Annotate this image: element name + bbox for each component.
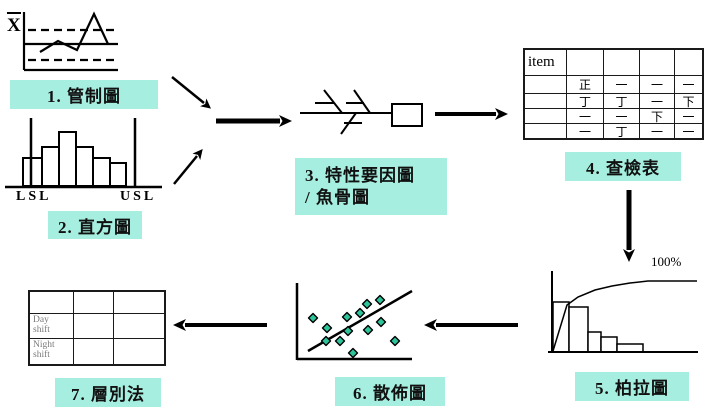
checksheet-cell: [567, 50, 604, 76]
checksheet-cell: 下: [640, 109, 675, 124]
checksheet-cell: [675, 50, 702, 76]
checksheet-cell: 丁: [604, 124, 640, 138]
control-chart-drawing: [22, 11, 118, 72]
checksheet-cell: [525, 124, 567, 138]
checksheet-cell: 丁: [567, 94, 604, 109]
scatter-drawing: [295, 283, 413, 361]
checksheet-table: item 正 一 一 一 丁 丁 一 下 一 一 下 一 一 丁 一 一: [523, 48, 704, 140]
strat-cell: [114, 292, 164, 314]
checksheet-cell: 一: [567, 124, 604, 138]
checksheet-cell: 一: [640, 94, 675, 109]
pareto-drawing: [548, 271, 698, 353]
label-histogram: 2. 直方圖: [48, 211, 142, 239]
strat-cell: [74, 339, 114, 364]
xbar-overline: [7, 12, 21, 14]
checksheet-cell: [525, 109, 567, 124]
xbar-axis-label: X: [7, 12, 21, 37]
strat-cell-night-shift: Night shift: [30, 339, 74, 364]
checksheet-cell: 一: [682, 124, 695, 139]
checksheet-cell: 一: [604, 76, 640, 94]
checksheet-cell: 正: [567, 76, 604, 94]
flow-arrows: [171, 76, 635, 331]
strat-cell: [114, 314, 164, 339]
checksheet-cell: 一: [675, 76, 702, 94]
label-fishbone-line2: / 魚骨圖: [305, 187, 370, 207]
checksheet-cell: [604, 50, 640, 76]
checksheet-cell: [525, 94, 567, 109]
strat-cell: [114, 339, 164, 364]
checksheet-cell: [525, 76, 567, 94]
strat-cell: [74, 314, 114, 339]
label-pareto: 5. 柏拉圖: [575, 372, 689, 401]
strat-cell-day-shift: Day shift: [30, 314, 74, 339]
checksheet-cell: 丁: [604, 94, 640, 109]
label-scatter: 6. 散佈圖: [335, 377, 445, 406]
xbar-text: X: [7, 15, 21, 36]
lsl-label: LSL: [16, 189, 52, 204]
label-stratification: 7. 層別法: [55, 378, 161, 407]
histogram-drawing: [5, 118, 162, 189]
checksheet-cell: 一: [640, 76, 675, 94]
fishbone-drawing: [300, 89, 423, 135]
label-checksheet: 4. 查檢表: [565, 152, 681, 181]
checksheet-cell: 一: [604, 109, 640, 124]
checksheet-cell: item: [525, 50, 567, 76]
checksheet-cell: 下: [675, 94, 702, 109]
label-control-chart: 1. 管制圖: [10, 80, 158, 109]
checksheet-cell: 一: [567, 109, 604, 124]
checksheet-cell: 一: [675, 109, 702, 124]
checksheet-cell: 一: [640, 124, 675, 138]
label-fishbone-line1: 3. 特性要因圖: [305, 166, 415, 186]
pareto-100pct-label: 100%: [651, 254, 682, 269]
strat-cell: [30, 292, 74, 314]
checksheet-cell: [640, 50, 675, 76]
usl-label: USL: [120, 189, 157, 204]
strat-cell: [74, 292, 114, 314]
label-fishbone: 3. 特性要因圖 / 魚骨圖: [295, 158, 447, 215]
stratification-table: Day shift Night shift: [28, 290, 166, 366]
